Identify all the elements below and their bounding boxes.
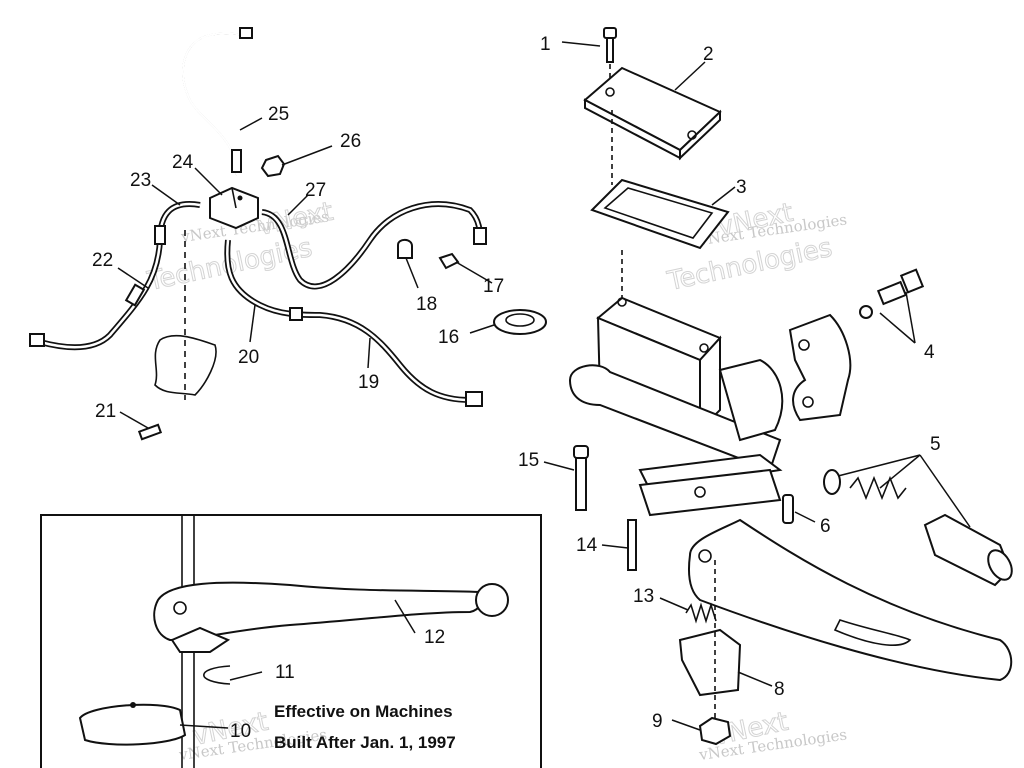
bolt [876, 280, 908, 306]
screw [573, 445, 589, 459]
callout-label: 5 [930, 434, 941, 455]
bolt-head [899, 268, 925, 294]
pivot-pin [782, 494, 794, 524]
callout-label: 4 [924, 342, 935, 363]
callout-label: 27 [305, 180, 326, 201]
callout-label: 10 [230, 721, 251, 742]
screw-shank [575, 457, 587, 511]
callout-label: 18 [416, 294, 437, 315]
hose-fitting [231, 149, 242, 173]
callout-label: 15 [518, 450, 539, 471]
callout-label: 25 [268, 104, 289, 125]
master-cylinder-body [568, 364, 782, 472]
hose-fitting [289, 307, 303, 321]
callout-label: 8 [774, 679, 785, 700]
inset-bracket [170, 626, 231, 653]
fitting [260, 154, 286, 178]
clip [397, 238, 413, 259]
callout-label: 22 [92, 250, 113, 271]
inset-note: Effective on Machines Built After Jan. 1… [274, 702, 456, 752]
callout-label: 2 [703, 44, 714, 65]
callout-label: 26 [340, 131, 361, 152]
inset-note-line1: Effective on Machines [274, 702, 453, 721]
callout-label: 24 [172, 152, 194, 173]
callout-label: 9 [652, 711, 663, 732]
clamp-mount [718, 358, 784, 442]
nut [698, 716, 732, 746]
callout-label: 23 [130, 170, 151, 191]
screw [603, 27, 617, 39]
screw [627, 519, 637, 571]
brake-lines [29, 27, 487, 441]
inset-note-line2: Built After Jan. 1, 1997 [274, 733, 456, 752]
callout-label: 12 [424, 627, 445, 648]
leader-lines [117, 41, 971, 731]
bolt [137, 423, 163, 441]
callout-label: 3 [736, 177, 747, 198]
lever-ball-end [475, 583, 509, 617]
callout-label: 14 [576, 535, 598, 556]
seal [823, 469, 841, 495]
hose-fitting [473, 227, 487, 245]
callout-label: 6 [820, 516, 831, 537]
callout-label: 21 [95, 401, 116, 422]
hose-fitting [154, 225, 166, 245]
inset-border [40, 514, 542, 768]
hose-fitting [124, 283, 146, 307]
callout-label: 17 [483, 276, 504, 297]
callout-label: 20 [238, 347, 259, 368]
screw-shank [606, 37, 614, 63]
grommet [493, 309, 547, 335]
clip [438, 252, 460, 270]
lever-block [678, 628, 742, 697]
callout-label: 11 [275, 662, 295, 683]
hose-fitting [29, 333, 45, 347]
callout-label: 1 [540, 34, 551, 55]
inset-block [78, 703, 187, 746]
callout-labels: 1 2 3 4 5 6 8 9 10 11 12 13 14 15 16 17 … [92, 34, 941, 742]
washer [859, 305, 873, 319]
master-cylinder-assembly [493, 27, 1013, 746]
callout-label: 16 [438, 327, 459, 348]
hose-fitting [239, 27, 253, 39]
diaphragm-gasket [590, 178, 730, 250]
callout-label: 19 [358, 372, 379, 393]
handlebar-clamp [788, 313, 852, 422]
callout-label: 13 [633, 586, 654, 607]
inset-box [40, 514, 542, 768]
hose-fitting [465, 391, 483, 407]
